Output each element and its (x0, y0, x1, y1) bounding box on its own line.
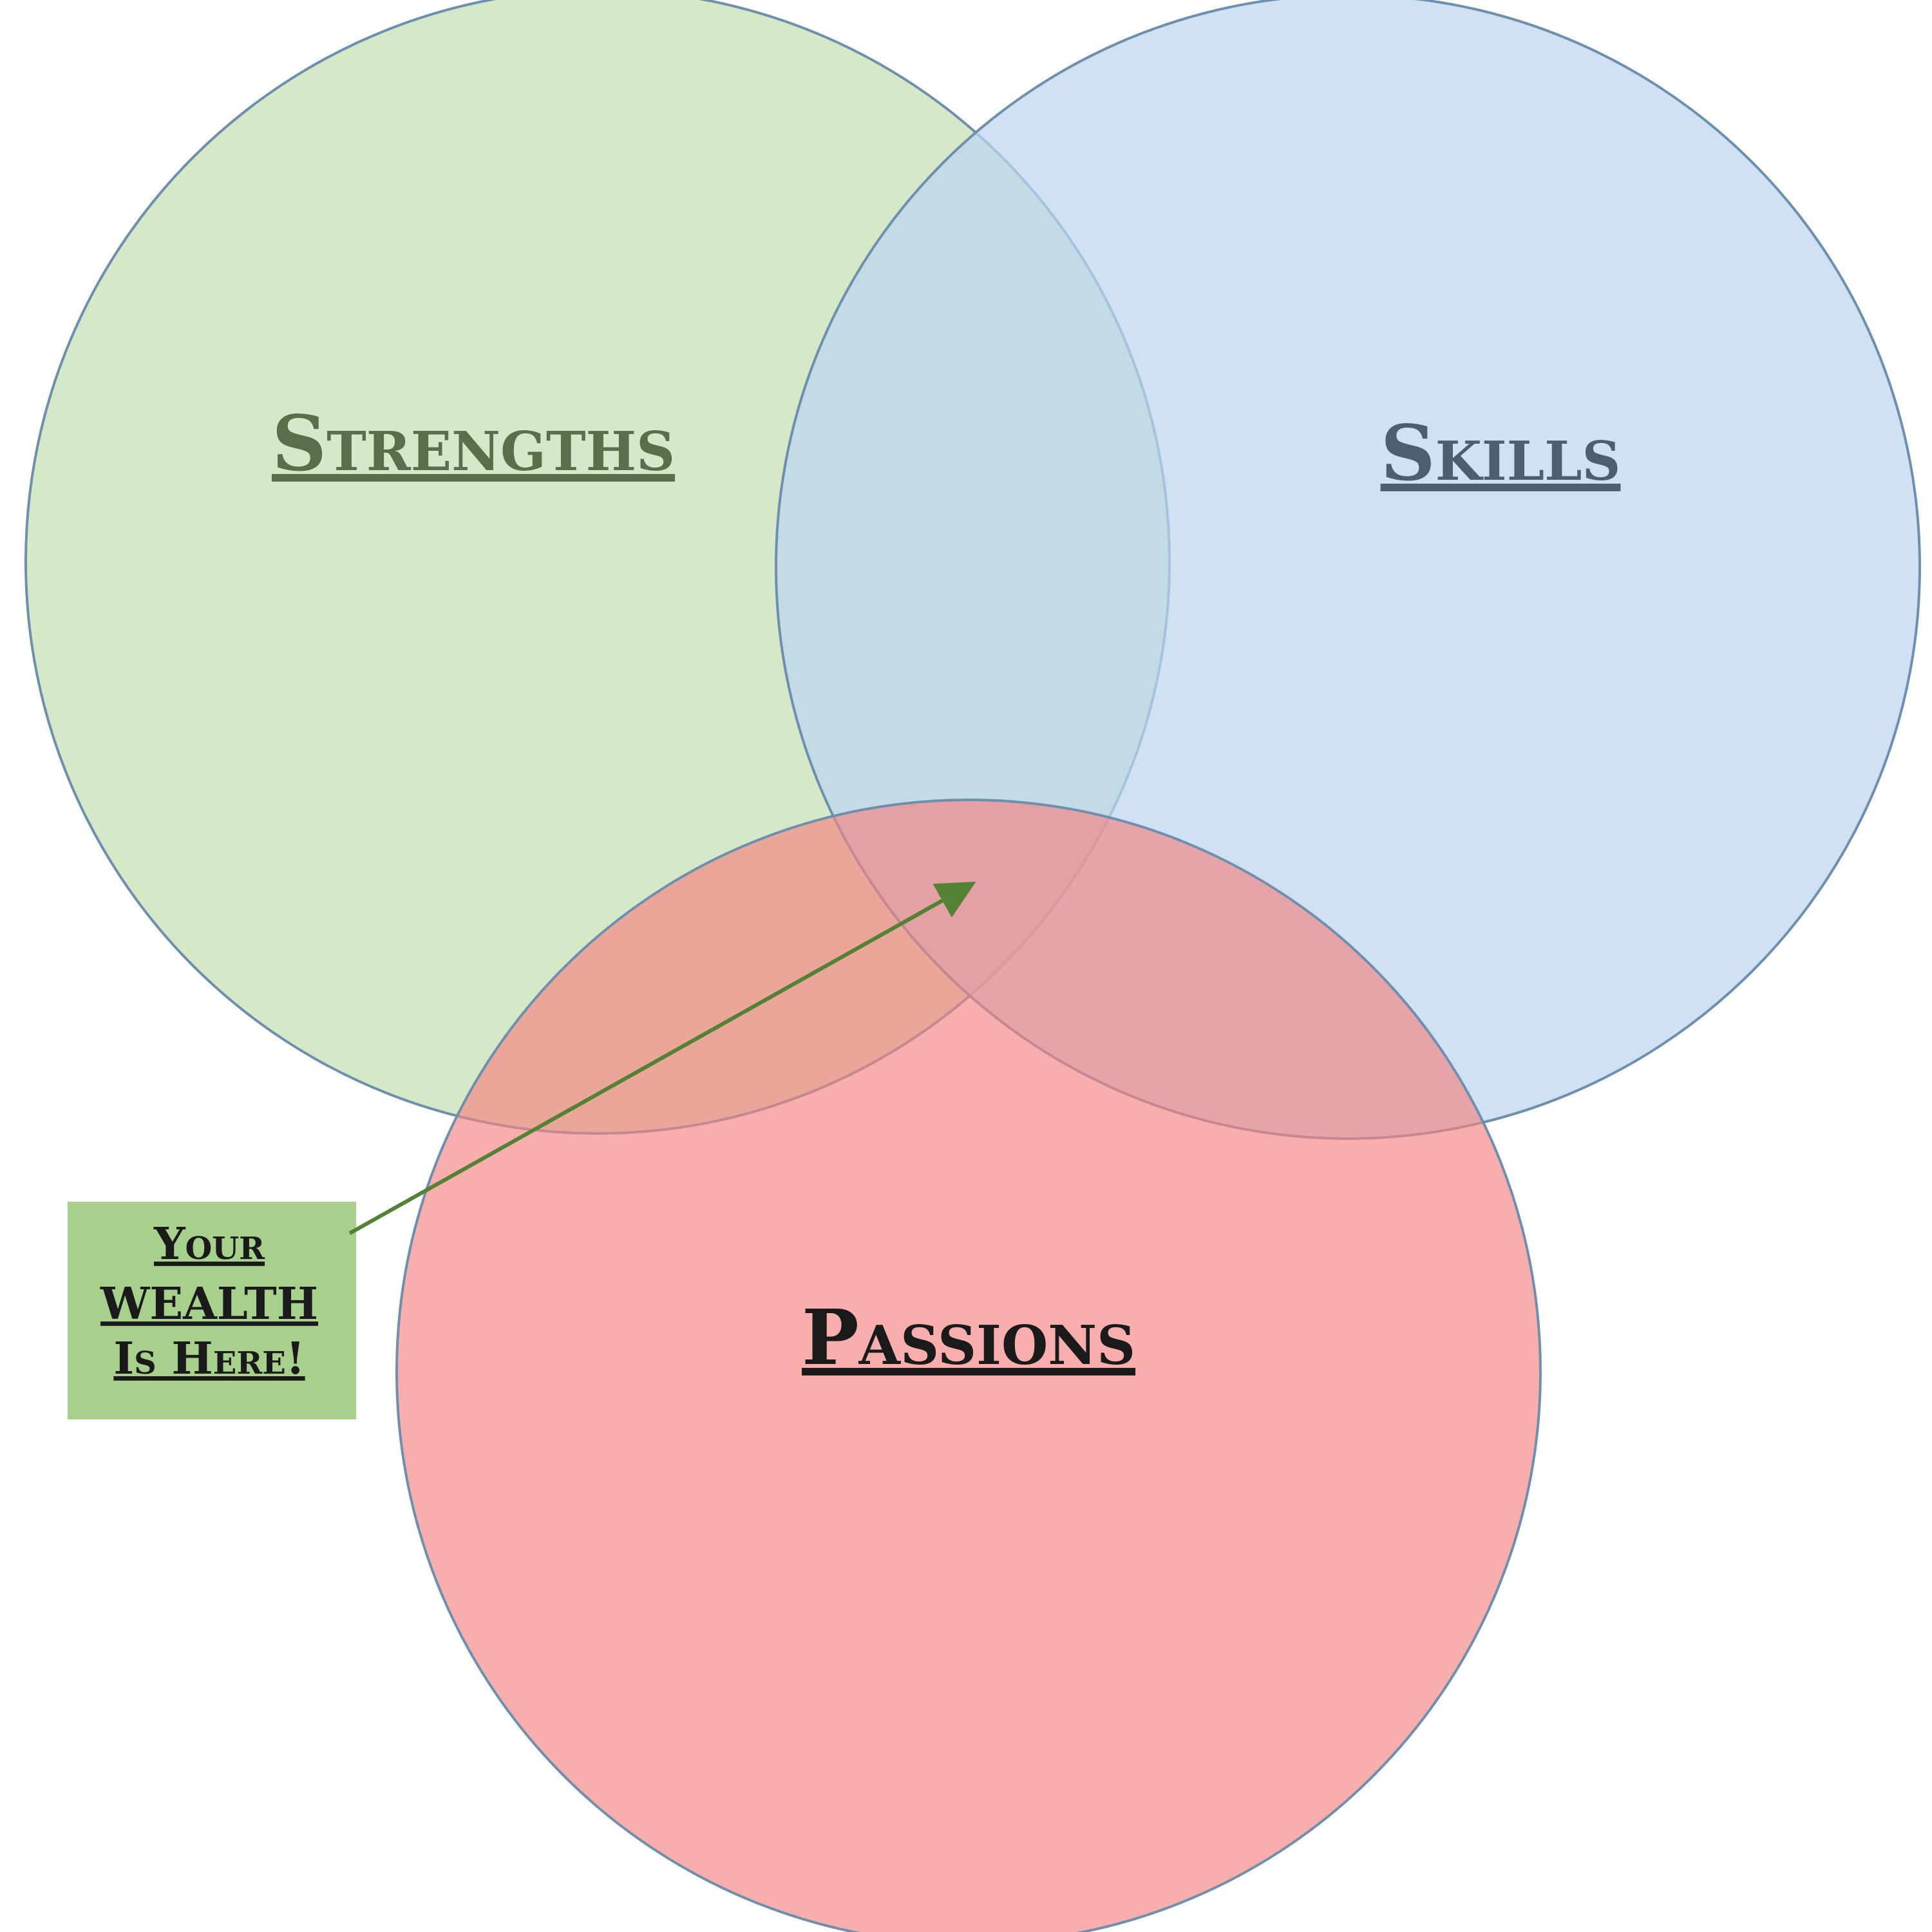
callout-line-1: Your (153, 1218, 265, 1270)
skills-label: Skills (1381, 408, 1621, 498)
callout-line-3: Is Here! (113, 1333, 305, 1385)
passions-label: Passions (802, 1293, 1135, 1382)
strengths-label: Strengths (272, 399, 675, 488)
callout-arrow (348, 882, 976, 1235)
passions-circle (395, 799, 1542, 1932)
callout-box (68, 1202, 356, 1419)
callout-line-2: WEALTH (100, 1278, 318, 1330)
